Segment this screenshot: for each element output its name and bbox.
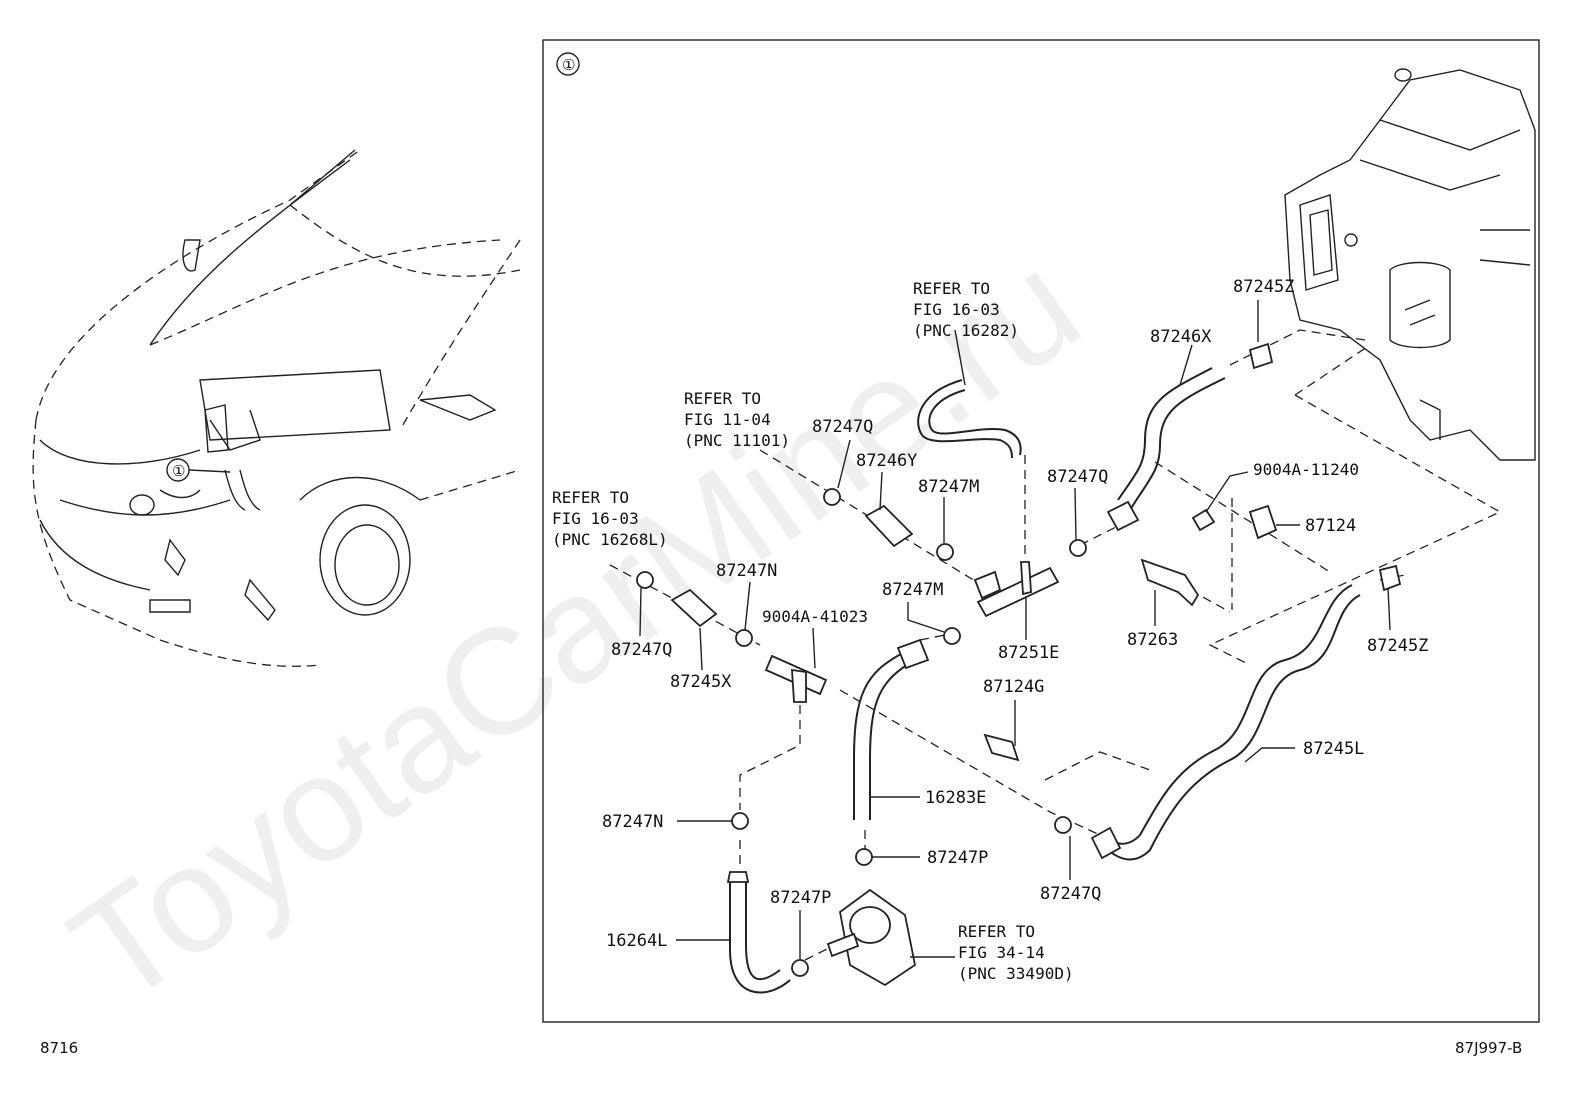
label-87247n-a: 87247N xyxy=(716,561,777,581)
part-labels: 87245Z 87246X 87247Q 87246Y 87247M 87247… xyxy=(602,277,1428,951)
label-87124: 87124 xyxy=(1305,516,1356,536)
label-87245x: 87245X xyxy=(670,672,732,692)
leader-lines xyxy=(639,300,1391,960)
hose-end-87245l xyxy=(1090,826,1122,860)
clamp-87247m-a xyxy=(936,543,954,561)
clamp-87247n-a xyxy=(735,629,753,647)
label-9004a-11240: 9004A-11240 xyxy=(1253,460,1359,479)
ref-33490d-line2: FIG 34-14 xyxy=(958,943,1045,962)
label-87247p-a: 87247P xyxy=(927,848,988,868)
clamp-87247n-b xyxy=(731,812,749,830)
pipe-87245x xyxy=(670,588,718,628)
callout-marker-label: ① xyxy=(172,462,185,480)
label-87245z-lower: 87245Z xyxy=(1367,636,1428,656)
clamp-87247q-d xyxy=(1054,816,1072,834)
label-87247m-a: 87247M xyxy=(918,477,979,497)
ref-33490d-line3: (PNC 33490D) xyxy=(958,964,1074,983)
bracket-87263 xyxy=(1140,558,1200,607)
footer-left-code: 8716 xyxy=(40,1039,78,1057)
label-87246y: 87246Y xyxy=(856,451,917,471)
label-87251e: 87251E xyxy=(998,643,1059,663)
clamp-87247q-c xyxy=(636,571,654,589)
pipe-87246y xyxy=(864,504,914,548)
clamp-87247p-a xyxy=(855,848,873,866)
label-87247q-c: 87247Q xyxy=(611,640,672,660)
label-16264l: 16264L xyxy=(606,931,667,951)
label-87247p-b: 87247P xyxy=(770,888,831,908)
clamp-87247m-b xyxy=(943,627,961,645)
detail-callout-label: ① xyxy=(562,56,575,74)
clamp-87247p-b xyxy=(791,959,809,977)
label-87245l: 87245L xyxy=(1303,739,1364,759)
label-87247m-b: 87247M xyxy=(882,580,943,600)
label-87247q-a: 87247Q xyxy=(812,417,873,437)
footer-right-code: 87J997-B xyxy=(1455,1039,1522,1057)
label-87246x: 87246X xyxy=(1150,327,1212,347)
reference-notes: REFER TO FIG 16-03 (PNC 16282) REFER TO … xyxy=(552,279,1074,983)
detail-callout xyxy=(556,52,580,76)
vehicle-overview: ① xyxy=(32,149,521,667)
hose-end-87246x xyxy=(1106,500,1140,532)
label-9004a-41023: 9004A-41023 xyxy=(762,607,868,626)
ref-16282-line3: (PNC 16282) xyxy=(913,321,1019,340)
refer-to-pnc-33490d: REFER TO FIG 34-14 (PNC 33490D) xyxy=(958,922,1074,983)
clamp-87245z-upper xyxy=(1248,342,1274,370)
ref-11101-line3: (PNC 11101) xyxy=(684,431,790,450)
ref-16282-line2: FIG 16-03 xyxy=(913,300,1000,319)
watermark: ToyotaCarMine.ru xyxy=(42,220,1108,1037)
ref-11101-line2: FIG 11-04 xyxy=(684,410,771,429)
detail-frame xyxy=(542,39,1540,1023)
refer-to-pnc-16282: REFER TO FIG 16-03 (PNC 16282) xyxy=(913,279,1019,340)
refer-to-pnc-11101: REFER TO FIG 11-04 (PNC 11101) xyxy=(684,389,790,450)
clip-87124 xyxy=(1248,504,1278,540)
ref-16268l-line3: (PNC 16268L) xyxy=(552,530,668,549)
hvac-unit xyxy=(1284,68,1536,461)
label-87247q-d: 87247Q xyxy=(1040,884,1101,904)
label-87247n-b: 87247N xyxy=(602,812,663,832)
label-16283e: 16283E xyxy=(925,788,986,808)
label-87263: 87263 xyxy=(1127,630,1178,650)
label-87245z-upper: 87245Z xyxy=(1233,277,1294,297)
label-87247q-b: 87247Q xyxy=(1047,467,1108,487)
ref-16268l-line1: REFER TO xyxy=(552,488,629,507)
clamp-87247q-a xyxy=(823,488,841,506)
ref-33490d-line1: REFER TO xyxy=(958,922,1035,941)
ref-16282-line1: REFER TO xyxy=(913,279,990,298)
clamp-87247q-b xyxy=(1069,539,1087,557)
bolt-9004a-11240 xyxy=(1191,508,1216,532)
refer-to-pnc-16268l: REFER TO FIG 16-03 (PNC 16268L) xyxy=(552,488,668,549)
clamp-87245z-lower xyxy=(1378,564,1402,592)
ref-16268l-line2: FIG 16-03 xyxy=(552,509,639,528)
ref-11101-line1: REFER TO xyxy=(684,389,761,408)
routing-lines xyxy=(609,329,1502,961)
clip-87124g xyxy=(983,733,1020,762)
label-87124g: 87124G xyxy=(983,677,1044,697)
hose-parts xyxy=(636,342,1402,994)
